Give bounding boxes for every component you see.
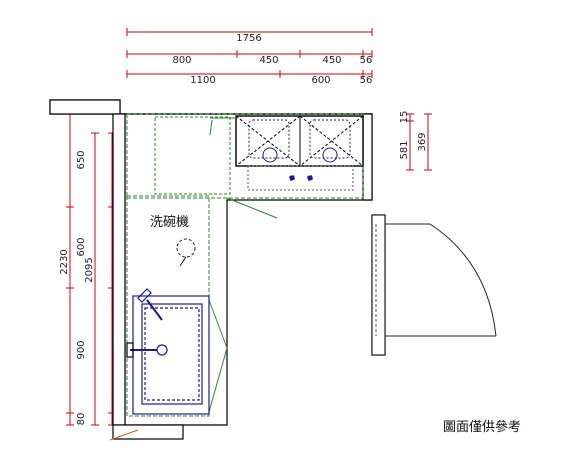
dim-left-900: 900 xyxy=(76,340,87,359)
dim-top-450a: 450 xyxy=(259,55,278,66)
dim-right-369: 369 xyxy=(417,132,428,151)
dim-left-2230: 2230 xyxy=(59,249,70,274)
dim-left-600: 600 xyxy=(76,237,87,256)
dim-top-total: 1756 xyxy=(236,33,261,44)
corner-diagonal xyxy=(209,119,278,219)
dim-left-650: 650 xyxy=(76,150,87,169)
dim-top-600: 600 xyxy=(311,75,330,86)
dim-right-15: 15 xyxy=(399,111,410,124)
dim-top-450b: 450 xyxy=(322,55,341,66)
faucet xyxy=(137,288,163,321)
right-swing-door xyxy=(371,214,497,356)
top-dimensions xyxy=(126,28,373,78)
dishwasher-label: 洗碗機 xyxy=(150,214,189,230)
dim-left-80: 80 xyxy=(76,413,87,426)
dim-right-581: 581 xyxy=(399,140,410,159)
dim-top-56a: 56 xyxy=(360,55,373,66)
right-dimensions xyxy=(406,113,432,171)
entry-swing xyxy=(109,429,139,441)
cooktop xyxy=(235,115,364,167)
dim-top-1100: 1100 xyxy=(190,75,215,86)
left-dimensions xyxy=(66,113,116,426)
sink xyxy=(126,295,210,415)
oven-below xyxy=(247,165,354,191)
dishwasher-symbol xyxy=(176,238,196,267)
reference-note: 圖面僅供參考 xyxy=(443,420,521,435)
dim-top-56b: 56 xyxy=(360,75,373,86)
dim-left-2095: 2095 xyxy=(84,257,95,282)
dim-top-800: 800 xyxy=(172,55,191,66)
